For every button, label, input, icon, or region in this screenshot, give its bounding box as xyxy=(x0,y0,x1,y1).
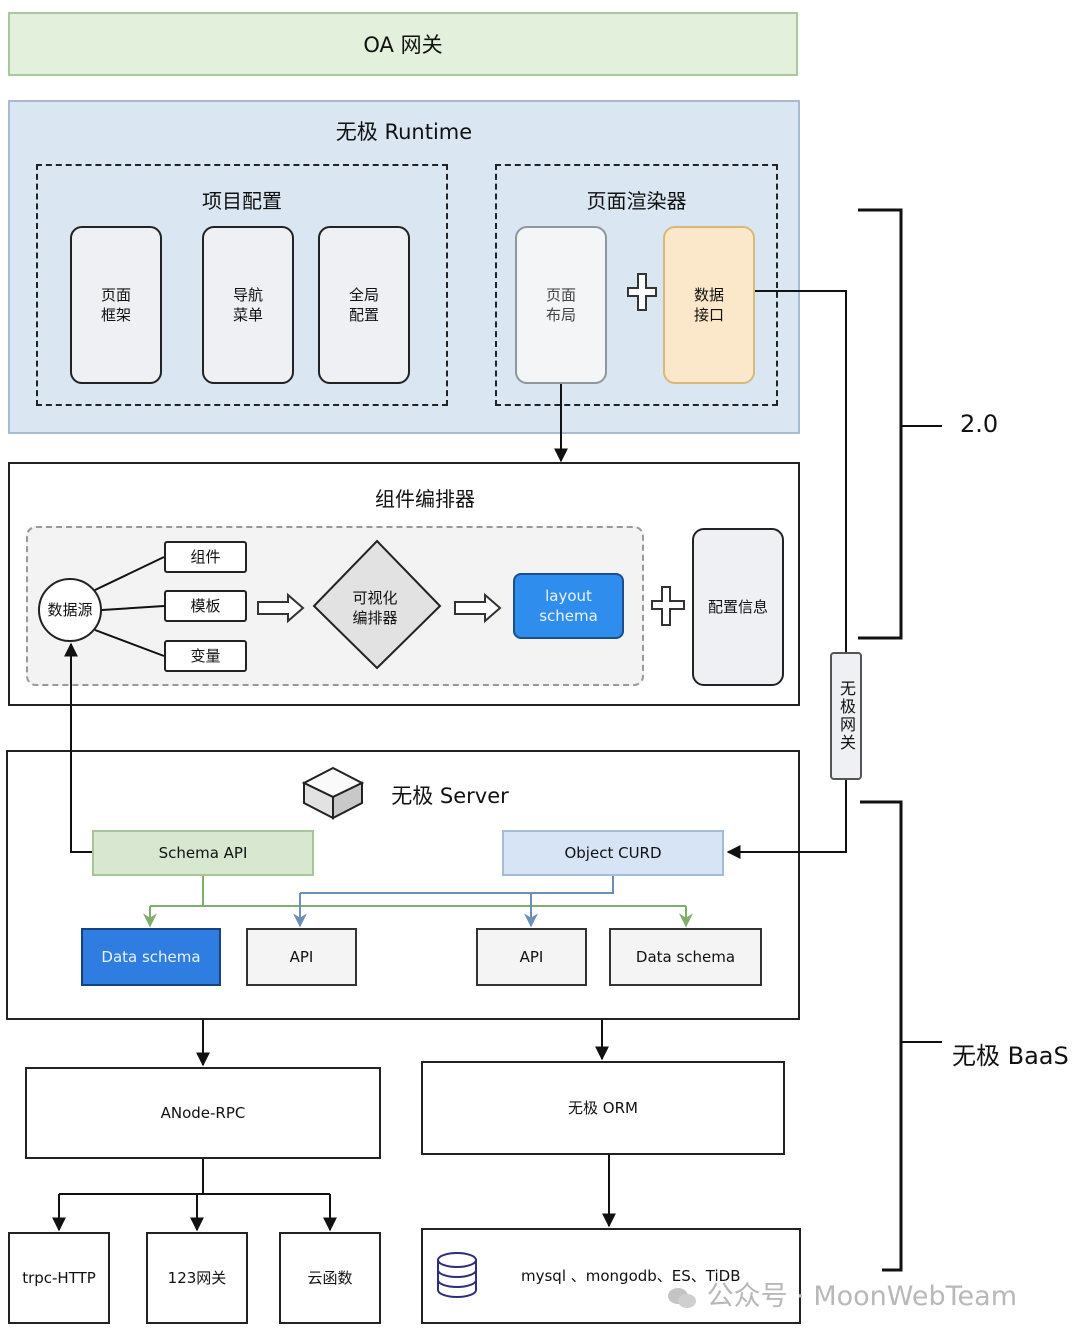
rpc-child-trpc-http: trpc-HTTP xyxy=(8,1232,110,1324)
watermark-text: 公众号 · MoonWebTeam xyxy=(706,1281,1018,1312)
version-2-label: 2.0 xyxy=(960,410,999,438)
server-target-api-2: API xyxy=(476,928,587,986)
baas-label: 无极 BaaS xyxy=(952,1042,1069,1070)
project-config-item-global-config: 全局配置 xyxy=(318,226,410,384)
orm-box: 无极 ORM xyxy=(421,1061,785,1155)
source-component: 组件 xyxy=(164,541,247,573)
item-line: 全局 xyxy=(348,286,379,304)
bracket-baas xyxy=(860,800,903,1272)
anode-rpc-box: ANode-RPC xyxy=(25,1067,381,1159)
server-target-api-1: API xyxy=(246,928,357,986)
item-line: 页面 xyxy=(545,286,576,304)
watermark: 公众号 · MoonWebTeam xyxy=(668,1274,1017,1313)
page-renderer-group: 页面渲染器 xyxy=(495,164,778,406)
page-layout-box: 页面布局 xyxy=(515,226,607,384)
orchestrator-title: 组件编排器 xyxy=(375,486,475,511)
item-line: 菜单 xyxy=(232,306,263,324)
bracket-2-0 xyxy=(858,208,903,640)
oa-gateway-box: OA 网关 xyxy=(8,12,798,76)
object-curd-box: Object CURD xyxy=(502,830,724,876)
source-variable: 变量 xyxy=(164,640,247,672)
wuji-gateway-label: 无极网关 xyxy=(830,652,862,780)
item-line: 接口 xyxy=(693,306,724,324)
server-target-data-schema-1: Data schema xyxy=(81,928,221,986)
item-line: 数据 xyxy=(693,286,724,304)
datasource-circle: 数据源 xyxy=(38,578,102,642)
visual-editor-label: 可视化编排器 xyxy=(320,580,430,636)
rpc-child-cloud-function: 云函数 xyxy=(279,1232,381,1324)
config-info-box: 配置信息 xyxy=(692,528,784,686)
item-line: 导航 xyxy=(232,286,263,304)
editor-line: 可视化 xyxy=(352,589,398,607)
layout-schema-box: layout schema xyxy=(513,573,624,639)
source-template: 模板 xyxy=(164,590,247,622)
schema-api-box: Schema API xyxy=(92,830,314,876)
page-renderer-title: 页面渲染器 xyxy=(586,188,687,213)
item-line: 配置 xyxy=(348,306,379,324)
databases-label: mysql 、mongodb、ES、TiDB xyxy=(521,1267,741,1285)
project-config-item-page-frame: 页面框架 xyxy=(70,226,162,384)
editor-line: 编排器 xyxy=(352,609,398,627)
project-config-group: 项目配置 xyxy=(36,164,448,406)
server-title: 无极 Server xyxy=(391,784,509,808)
runtime-title: 无极 Runtime xyxy=(335,120,473,144)
item-line: 框架 xyxy=(100,306,131,324)
server-target-data-schema-2: Data schema xyxy=(609,928,762,986)
item-line: 页面 xyxy=(100,286,131,304)
oa-gateway-label: OA 网关 xyxy=(363,33,443,57)
schema-line: layout xyxy=(545,587,592,605)
databases-box: mysql 、mongodb、ES、TiDB xyxy=(421,1228,801,1324)
item-line: 布局 xyxy=(545,306,576,324)
data-api-box: 数据接口 xyxy=(663,226,755,384)
schema-line: schema xyxy=(539,607,598,625)
rpc-child-123-gateway: 123网关 xyxy=(146,1232,248,1324)
project-config-title: 项目配置 xyxy=(202,188,282,213)
project-config-item-nav-menu: 导航菜单 xyxy=(202,226,294,384)
wechat-icon xyxy=(668,1286,698,1310)
